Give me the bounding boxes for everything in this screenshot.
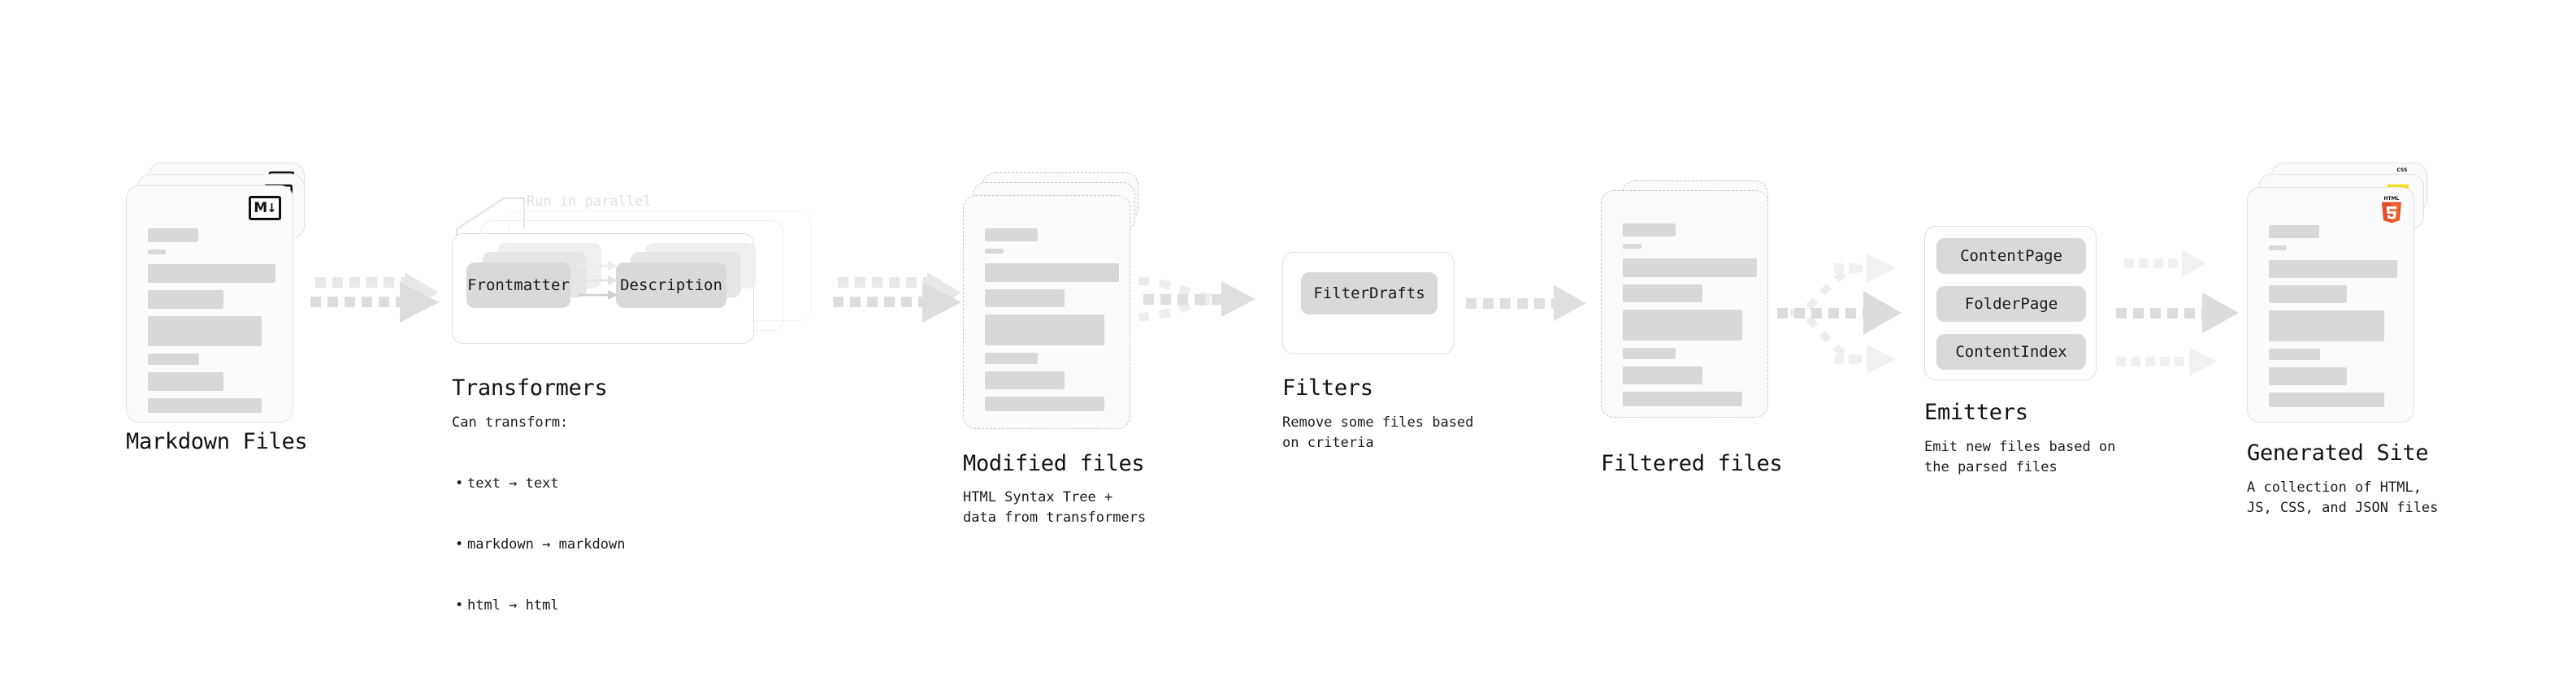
modified-files-subtitle: HTML Syntax Tree + data from transformer…	[963, 489, 1147, 526]
arrow-modified-to-filters	[1138, 277, 1255, 321]
content-bar	[148, 290, 223, 309]
generated-site-subtitle: A collection of HTML, JS, CSS, and JSON …	[2247, 479, 2439, 516]
emitters-subtitle: Emit new files based on the parsed files	[1924, 439, 2116, 475]
content-bar	[148, 264, 275, 283]
content-bar	[985, 314, 1104, 345]
generated-site-card-front: HTML	[2247, 187, 2414, 423]
content-bar	[148, 228, 198, 242]
markdown-files-stack: M↓ M↓ M↓	[126, 163, 313, 431]
list-item: html → html	[455, 596, 625, 616]
filters-title: Filters	[1282, 375, 1373, 401]
markdown-icon-arrow: ↓	[267, 200, 277, 215]
list-item: text → text	[455, 474, 625, 494]
content-bar	[1623, 244, 1641, 249]
content-bar	[1623, 367, 1702, 384]
markdown-files-title: Markdown Files	[126, 429, 308, 454]
content-bar	[985, 371, 1065, 389]
content-bar	[2269, 260, 2397, 278]
content-bar	[2269, 367, 2347, 385]
css-icon-label: CSS	[2396, 167, 2408, 173]
contentpage-chip[interactable]: ContentPage	[1936, 238, 2086, 274]
arrow-filtered-to-emitters	[1777, 254, 1902, 374]
arrow-filters-to-filtered	[1466, 285, 1586, 321]
content-bar	[1623, 392, 1742, 406]
list-item: markdown → markdown	[455, 535, 626, 555]
emitters-title: Emitters	[1924, 400, 2028, 425]
content-bar	[148, 398, 262, 413]
content-bar	[1623, 348, 1676, 359]
folderpage-chip-label: FolderPage	[1964, 295, 2058, 313]
run-in-parallel-label: Run in parallel	[527, 193, 652, 210]
markdown-file-card-front: M↓	[126, 185, 293, 423]
content-bar	[148, 249, 166, 254]
content-bar	[2269, 349, 2320, 360]
modified-file-content-bars	[985, 228, 1119, 419]
filtered-file-content-bars	[1623, 223, 1757, 414]
folderpage-chip[interactable]: FolderPage	[1936, 286, 2086, 322]
frontmatter-chip[interactable]: Frontmatter	[466, 262, 570, 308]
filters-box: FilterDrafts	[1282, 252, 1455, 354]
filtered-files-stack	[1601, 180, 1788, 440]
transformers-stack: Frontmatter Description	[452, 207, 826, 386]
content-bar	[148, 354, 199, 365]
html5-icon: HTML	[2382, 196, 2401, 223]
generated-site-stack: CSS HTML	[2247, 163, 2442, 439]
content-bar	[2269, 393, 2384, 407]
arrow-markdown-to-transformers	[310, 272, 439, 323]
content-bar	[985, 397, 1104, 411]
content-bar	[2269, 225, 2319, 238]
filtered-files-title: Filtered files	[1601, 451, 1783, 476]
markdown-icon-letter: M	[254, 199, 267, 216]
frontmatter-chip-label: Frontmatter	[467, 276, 570, 294]
transformers-capability-list: text → text markdown → markdown html → h…	[452, 433, 626, 657]
contentindex-chip[interactable]: ContentIndex	[1936, 334, 2086, 370]
modified-files-title: Modified files	[963, 451, 1145, 476]
filterdrafts-chip[interactable]: FilterDrafts	[1301, 272, 1438, 314]
content-bar	[2269, 285, 2347, 303]
contentpage-chip-label: ContentPage	[1960, 247, 2062, 265]
generated-site-title: Generated Site	[2247, 440, 2429, 466]
filtered-file-card-front	[1601, 190, 1768, 418]
content-bar	[2269, 245, 2287, 250]
transformer-inner-arrows	[579, 261, 618, 300]
markdown-icon: M↓	[249, 196, 281, 220]
content-bar	[148, 372, 223, 391]
modified-file-card-front	[963, 195, 1130, 429]
arrow-emitters-to-site	[2116, 249, 2239, 375]
content-bar	[1623, 284, 1702, 302]
description-chip[interactable]: Description	[616, 262, 726, 308]
content-bar	[985, 249, 1004, 254]
arrow-transformers-to-modified	[833, 272, 961, 323]
content-bar	[985, 263, 1119, 282]
content-bar	[1623, 258, 1757, 277]
content-bar	[985, 289, 1065, 307]
content-bar	[148, 316, 262, 346]
content-bar	[1623, 223, 1676, 236]
content-bar	[985, 228, 1038, 241]
emitters-box: ContentPage FolderPage ContentIndex	[1924, 226, 2097, 380]
content-bar	[985, 353, 1038, 364]
modified-files-stack	[963, 172, 1150, 449]
content-bar	[1623, 310, 1742, 340]
content-bar	[2269, 310, 2384, 341]
generated-site-content-bars	[2269, 225, 2397, 414]
svg-text:HTML: HTML	[2384, 196, 2400, 202]
description-chip-label: Description	[620, 276, 722, 294]
transformers-title: Transformers	[452, 375, 608, 401]
filters-subtitle: Remove some files based on criteria	[1282, 414, 1474, 451]
filterdrafts-chip-label: FilterDrafts	[1313, 284, 1425, 302]
transformers-subtitle-heading: Can transform:	[452, 414, 569, 431]
markdown-file-content-bars	[148, 228, 276, 420]
contentindex-chip-label: ContentIndex	[1955, 343, 2067, 361]
